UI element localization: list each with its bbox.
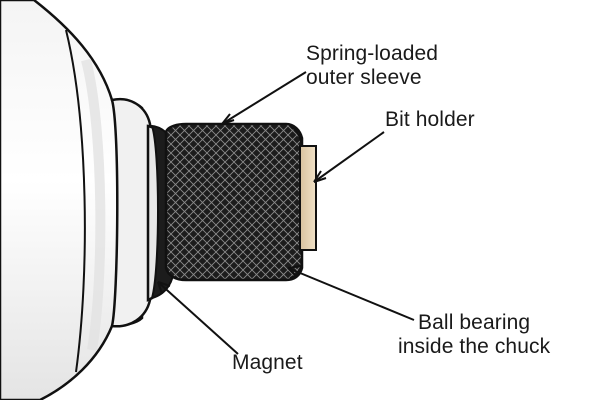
- bit-holder: [299, 145, 317, 251]
- leader-lines: [157, 71, 415, 355]
- leader-bit: [313, 131, 385, 183]
- label-sleeve-line-1: Spring-loaded: [306, 42, 439, 65]
- label-spring-loaded-sleeve: Spring-loaded outer sleeve: [306, 42, 438, 90]
- label-bearing-line-2: inside the chuck: [398, 335, 551, 358]
- leader-sleeve: [221, 71, 307, 125]
- label-sleeve-line-2: outer sleeve: [306, 66, 422, 89]
- label-bit-holder: Bit holder: [385, 108, 475, 131]
- label-magnet: Magnet: [232, 351, 303, 374]
- label-bearing-line-1: Ball bearing: [418, 311, 531, 334]
- leader-bearing: [287, 267, 415, 321]
- label-ball-bearing: Ball bearing inside the chuck: [398, 311, 550, 359]
- leader-magnet: [157, 281, 239, 355]
- knurled-sleeve: [164, 122, 304, 282]
